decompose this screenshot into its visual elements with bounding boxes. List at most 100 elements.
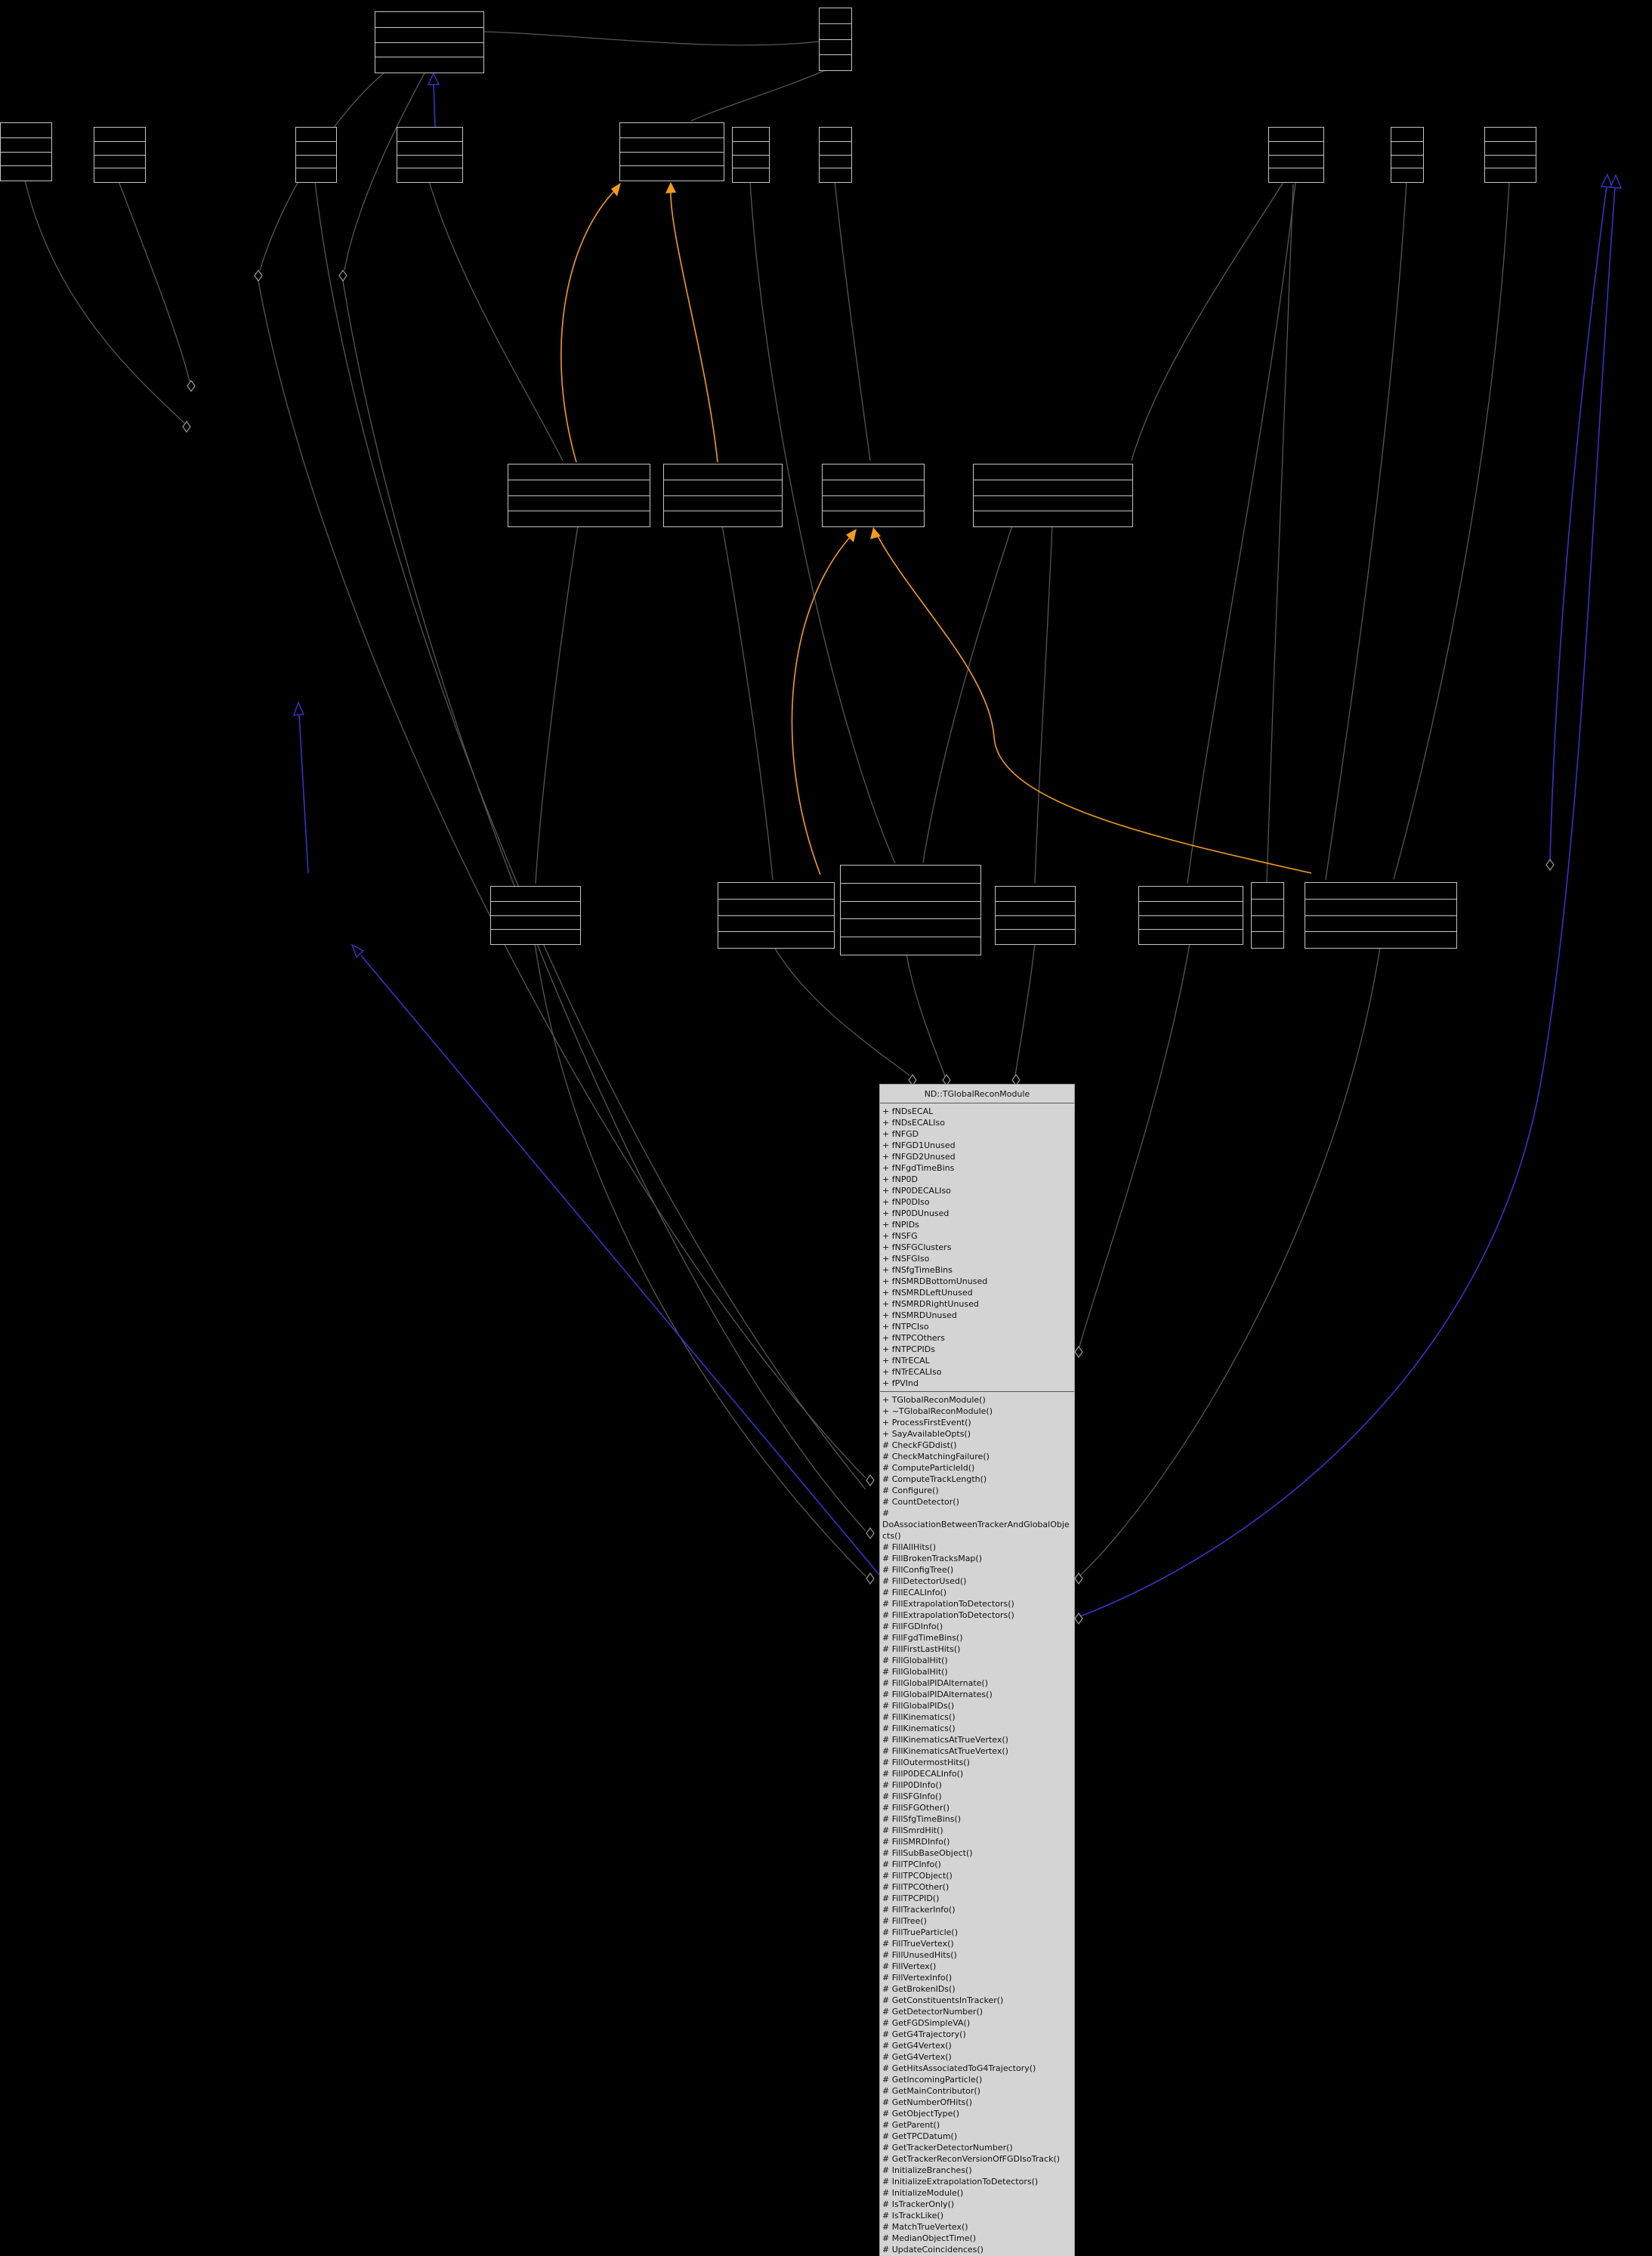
member-line: # FillTree() bbox=[882, 1916, 927, 1926]
member-line: # GetIncomingParticle() bbox=[882, 2075, 983, 2085]
class-node-m1 bbox=[508, 464, 650, 527]
member-line: # FillOutermostHits() bbox=[882, 1758, 970, 1767]
member-line: + fPVInd bbox=[882, 1378, 919, 1388]
member-line: + fNSMRDBottomUnused bbox=[882, 1276, 988, 1286]
member-line: # FillExtrapolationToDetectors() bbox=[882, 1599, 1014, 1609]
member-line: # CheckFGDdist() bbox=[882, 1440, 957, 1450]
member-line: # FillSFGOther() bbox=[882, 1803, 950, 1813]
class-node-c1 bbox=[0, 122, 52, 181]
member-line: + fNFGD bbox=[882, 1129, 919, 1139]
class-node-c3 bbox=[295, 127, 337, 183]
member-line: + fNTrECALIso bbox=[882, 1367, 942, 1377]
class-node-c8 bbox=[1268, 127, 1324, 183]
class-node-c5 bbox=[619, 122, 724, 181]
member-line: # FillGlobalHit() bbox=[882, 1667, 948, 1677]
member-line: + fNDsECAL bbox=[882, 1106, 934, 1116]
member-line: # GetHitsAssociatedToG4Trajectory() bbox=[882, 2063, 1036, 2073]
member-line: + fNFgdTimeBins bbox=[882, 1163, 955, 1173]
member-line: # FillGlobalPIDAlternates() bbox=[882, 1690, 993, 1699]
member-line: # GetG4Vertex() bbox=[882, 2052, 952, 2062]
member-line: # GetTrackerReconVersionOfFGDIsoTrack() bbox=[882, 2154, 1061, 2164]
member-line: + fNTPCIso bbox=[882, 1322, 929, 1332]
member-line: # FillUnusedHits() bbox=[882, 1950, 957, 1960]
member-line: + ProcessFirstEvent() bbox=[882, 1418, 971, 1427]
member-line: + fNSfgTimeBins bbox=[882, 1265, 953, 1275]
member-line: # FillKinematics() bbox=[882, 1724, 956, 1733]
member-line: # GetTPCDatum() bbox=[882, 2131, 958, 2141]
member-line: # FillSfgTimeBins() bbox=[882, 1814, 962, 1824]
usage-arrowhead-icons bbox=[611, 182, 881, 542]
member-line: # FillBrokenTracksMap() bbox=[882, 1554, 982, 1563]
member-line: # FillECALInfo() bbox=[882, 1588, 947, 1597]
member-line: # IsTrackerOnly() bbox=[882, 2199, 955, 2209]
class-node-l3 bbox=[840, 865, 981, 955]
member-line: + fNSFG bbox=[882, 1231, 918, 1241]
member-line: + fNTPCOthers bbox=[882, 1333, 945, 1343]
class-title: ND::TGlobalReconModule bbox=[924, 1089, 1030, 1099]
member-line: + fNP0DIso bbox=[882, 1197, 930, 1207]
inheritance-arrowhead-icons bbox=[292, 72, 1623, 958]
member-line: # FillP0DECALInfo() bbox=[882, 1769, 964, 1779]
member-line: + fNSMRDUnused bbox=[882, 1310, 957, 1320]
class-node-l1 bbox=[490, 886, 581, 945]
member-line: + fNP0DUnused bbox=[882, 1208, 950, 1218]
member-line: # FillTPCPID() bbox=[882, 1893, 940, 1903]
member-line: # ComputeParticleId() bbox=[882, 1463, 975, 1473]
methods-section: + TGlobalReconModule()+ ~TGlobalReconMod… bbox=[880, 1391, 1074, 2256]
member-line: # FillTPCInfo() bbox=[882, 1859, 941, 1869]
member-line: # GetTrackerDetectorNumber() bbox=[882, 2143, 1013, 2153]
member-line: # FillTrackerInfo() bbox=[882, 1905, 956, 1915]
member-line: # GetObjectType() bbox=[882, 2109, 959, 2119]
aggregation-diamond-icons bbox=[182, 269, 1555, 1625]
member-line: # FillSFGInfo() bbox=[882, 1792, 942, 1801]
member-line: + fNPIDs bbox=[882, 1220, 919, 1230]
class-node-l2 bbox=[718, 882, 835, 949]
member-line: # FillFirstLastHits() bbox=[882, 1644, 961, 1654]
member-line: # FillSmrdHit() bbox=[882, 1825, 943, 1835]
attributes-section: + fNDsECAL+ fNDsECALIso+ fNFGD+ fNFGD1Un… bbox=[880, 1103, 1074, 1391]
class-node-a bbox=[375, 11, 484, 73]
member-line: # Configure() bbox=[882, 1486, 939, 1495]
member-line: + fNSMRDRightUnused bbox=[882, 1299, 979, 1309]
member-line: # UpdateCoincidences() bbox=[882, 2245, 983, 2254]
member-line: + fNDsECALIso bbox=[882, 1118, 946, 1128]
member-line: + SayAvailableOpts() bbox=[882, 1429, 971, 1439]
association-edges bbox=[24, 31, 1510, 1577]
member-line: # FillExtrapolationToDetectors() bbox=[882, 1610, 1014, 1620]
member-line: # FillTrueVertex() bbox=[882, 1939, 954, 1949]
class-node-c7 bbox=[819, 127, 852, 183]
member-line: # FillSMRDInfo() bbox=[882, 1837, 950, 1847]
class-node-m3 bbox=[822, 464, 925, 527]
member-line: + fNP0D bbox=[882, 1174, 918, 1184]
member-line: # CheckMatchingFailure() bbox=[882, 1452, 990, 1461]
member-line: # FillKinematics() bbox=[882, 1712, 956, 1722]
class-node-l7 bbox=[1305, 882, 1457, 949]
member-line: # GetNumberOfHits() bbox=[882, 2097, 972, 2107]
member-line: # DoAssociationBetweenTrackerAndGlobalOb… bbox=[882, 1508, 1070, 1541]
member-line: + fNSFGClusters bbox=[882, 1242, 952, 1252]
member-line: # GetG4Vertex() bbox=[882, 2041, 952, 2051]
member-line: # FillFGDInfo() bbox=[882, 1622, 943, 1631]
member-line: # MatchTrueVertex() bbox=[882, 2222, 968, 2232]
main-class-node: ND::TGlobalReconModule + fNDsECAL+ fNDsE… bbox=[879, 1084, 1075, 2256]
class-node-c6 bbox=[732, 127, 770, 183]
member-line: # GetConstituentsInTracker() bbox=[882, 1995, 1004, 2005]
class-node-l4 bbox=[995, 886, 1076, 945]
member-line: # FillTPCOther() bbox=[882, 1882, 950, 1892]
class-node-l5 bbox=[1138, 886, 1243, 945]
member-line: # FillAllHits() bbox=[882, 1542, 937, 1552]
member-line: # CountDetector() bbox=[882, 1497, 959, 1507]
member-line: # FillP0DInfo() bbox=[882, 1780, 942, 1790]
member-line: # FillFgdTimeBins() bbox=[882, 1633, 963, 1643]
member-line: # ComputeTrackLength() bbox=[882, 1474, 987, 1484]
member-line: # FillGlobalPIDs() bbox=[882, 1701, 955, 1711]
member-line: # FillKinematicsAtTrueVertex() bbox=[882, 1746, 1008, 1756]
member-line: # FillTPCObject() bbox=[882, 1871, 953, 1881]
member-line: # GetFGDSimpleVA() bbox=[882, 2018, 971, 2028]
member-line: + ~TGlobalReconModule() bbox=[882, 1406, 993, 1416]
member-line: # FillDetectorUsed() bbox=[882, 1576, 967, 1586]
member-line: + fNFGD2Unused bbox=[882, 1152, 956, 1162]
member-line: # GetBrokenIDs() bbox=[882, 1984, 956, 1994]
